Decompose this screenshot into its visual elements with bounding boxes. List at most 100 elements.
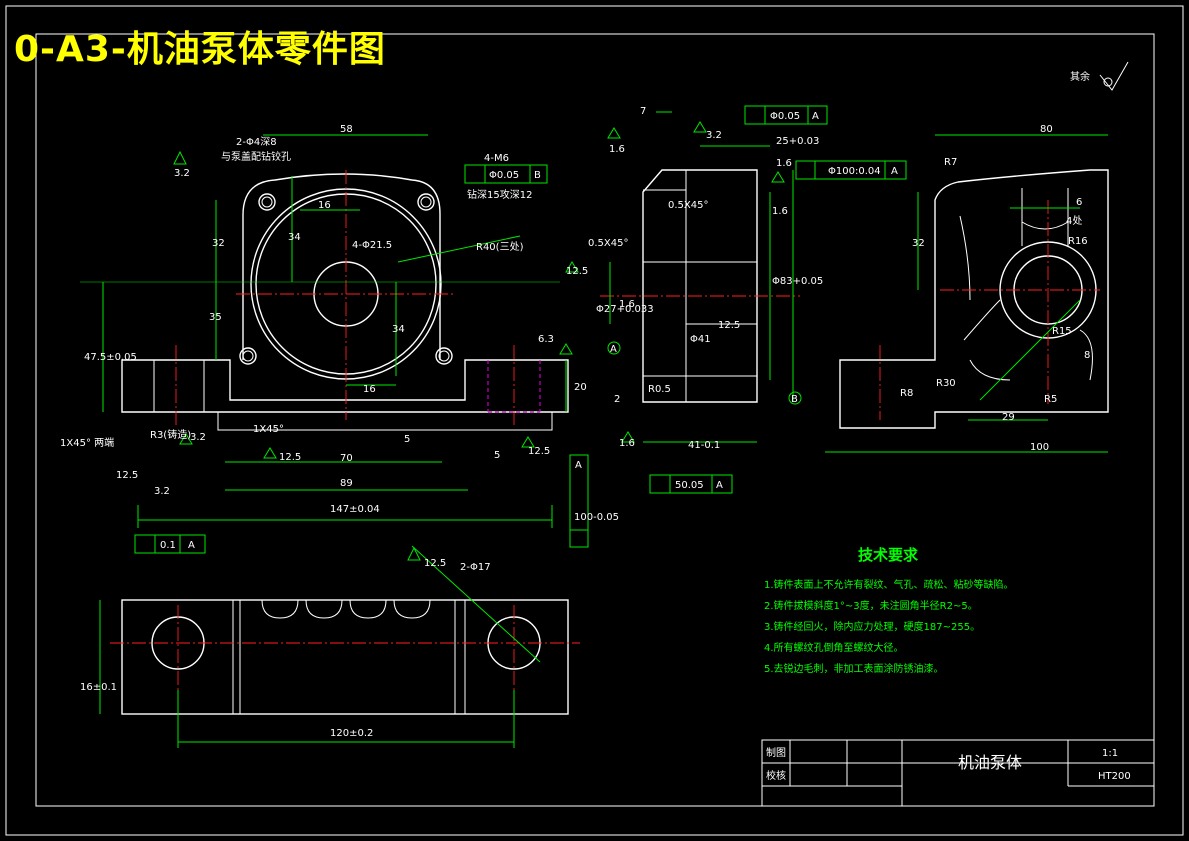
- dim-label: A: [610, 344, 617, 355]
- dim-label: 35: [209, 312, 222, 323]
- dim-label: 6.3: [538, 334, 554, 345]
- material-value: HT200: [1098, 771, 1131, 782]
- outer-border: [5, 5, 1184, 836]
- dim-label: 1.6: [619, 299, 635, 310]
- dim-label: 4-Φ21.5: [352, 240, 392, 251]
- dim-label: A: [812, 111, 819, 122]
- dim-label: 12.5: [279, 452, 301, 463]
- dim-label: Φ100:0.04: [828, 166, 881, 177]
- dim-label: 2-Φ4深8: [236, 136, 277, 148]
- dim-label: 12.5: [566, 266, 588, 277]
- dim-label: R5: [1044, 394, 1057, 405]
- dim-label: 80: [1040, 124, 1053, 135]
- tech-item: 5.去锐边毛刺，非加工表面涂防锈油漆。: [764, 662, 944, 675]
- dim-label: Φ41: [690, 334, 711, 345]
- tech-heading: 技术要求: [858, 546, 919, 564]
- bottom-view-dimensions: 12.5 2-Φ17 16±0.1 120±0.2: [80, 558, 491, 739]
- dim-label: 47.5±0.05: [84, 352, 137, 363]
- dim-label: Φ27+0.033: [596, 304, 654, 315]
- tech-item: 3.铸件经回火，除内应力处理，硬度187~255。: [764, 620, 980, 633]
- dim-label: R0.5: [648, 384, 671, 395]
- general-roughness-mark: 其余: [1070, 61, 1129, 91]
- dim-label: 8: [1084, 350, 1090, 361]
- dim-label: 5: [494, 450, 500, 461]
- dim-label: 89: [340, 478, 353, 489]
- dim-label: 16: [363, 384, 376, 395]
- dim-label: Φ0.05: [770, 111, 800, 122]
- dim-label: B: [534, 170, 541, 181]
- dim-label: R16: [1068, 236, 1088, 247]
- dim-label: 钻深15攻深12: [467, 188, 532, 201]
- dim-label: 0.1: [160, 540, 176, 551]
- technical-requirements: 技术要求 1.铸件表面上不允许有裂纹、气孔、疏松、粘砂等缺陷。 2.铸件拔模斜度…: [764, 546, 1014, 675]
- side-view-dimensions: 7 Φ0.05 A 3.2 1.6 25+0.03 1.6 Φ100:0.04 …: [566, 106, 898, 491]
- dim-label: R8: [900, 388, 913, 399]
- dim-label: A: [891, 166, 898, 177]
- dim-label: 1.6: [619, 438, 635, 449]
- dim-label: 32: [912, 238, 925, 249]
- dim-label: 100: [1030, 442, 1049, 453]
- dim-label: 70: [340, 453, 353, 464]
- dim-label: 16: [318, 200, 331, 211]
- side-view: [565, 105, 907, 494]
- dim-label: R30: [936, 378, 956, 389]
- front-view-dimensions: 2-Φ4深8 与泵盖配钻铰孔 58 16 4-M6 钻深15攻深12 Φ0.05…: [60, 124, 619, 551]
- dim-label: 6: [1076, 197, 1082, 208]
- dim-label: 16±0.1: [80, 682, 117, 693]
- part-name: 机油泵体: [958, 753, 1022, 772]
- title-block: [761, 739, 1155, 807]
- dim-label: R7: [944, 157, 957, 168]
- title-block-text: 制图 校核 机油泵体 1:1 HT200: [766, 746, 1131, 782]
- dim-label: 1X45°: [253, 424, 284, 435]
- check-label: 校核: [766, 769, 786, 782]
- dim-label: 34: [392, 324, 405, 335]
- dim-label: 2: [614, 394, 620, 405]
- right-view: [825, 134, 1109, 453]
- inner-border: [35, 33, 1155, 807]
- drawing-title: 0-A3-机油泵体零件图: [14, 29, 386, 70]
- dim-label: 0.5X45°: [668, 200, 708, 211]
- dim-label: 3.2: [706, 130, 722, 141]
- dim-label: R15: [1052, 326, 1072, 337]
- dim-label: 34: [288, 232, 301, 243]
- dim-label: 1.6: [772, 206, 788, 217]
- dim-label: 12.5: [116, 470, 138, 481]
- dim-label: Φ0.05: [489, 170, 519, 181]
- dim-label: B: [791, 394, 798, 405]
- front-view: [80, 134, 589, 554]
- bottom-view: [99, 545, 580, 748]
- dim-label: 100-0.05: [574, 512, 619, 523]
- tech-item: 2.铸件拔模斜度1°~3度，未注圆角半径R2~5。: [764, 599, 978, 612]
- dim-label: 3.2: [154, 486, 170, 497]
- dim-label: 41-0.1: [688, 440, 720, 451]
- dim-label: 3.2: [174, 168, 190, 179]
- dim-label: R3(铸造): [150, 428, 191, 441]
- dim-label: 1X45° 两端: [60, 436, 114, 449]
- dim-label: 7: [640, 106, 646, 117]
- dim-label: 1.6: [609, 144, 625, 155]
- dim-label: 12.5: [424, 558, 446, 569]
- dim-label: R40(三处): [476, 241, 524, 253]
- right-view-dimensions: 80 R7 6 4处 32 R16 R15 R8 R30 R5 8 29 100: [900, 124, 1090, 453]
- dim-label: Φ83+0.05: [772, 276, 823, 287]
- svg-text:其余: 其余: [1070, 70, 1090, 83]
- scale-value: 1:1: [1102, 748, 1118, 759]
- dim-label: 4-M6: [484, 153, 509, 164]
- dim-label: 与泵盖配钻铰孔: [221, 150, 291, 163]
- dim-label: 32: [212, 238, 225, 249]
- dim-label: A: [575, 460, 582, 471]
- dim-label: 50.05: [675, 480, 704, 491]
- dim-label: 120±0.2: [330, 728, 373, 739]
- dim-label: 147±0.04: [330, 504, 380, 515]
- dim-label: A: [716, 480, 723, 491]
- dim-label: 4处: [1066, 215, 1082, 227]
- dim-label: 2-Φ17: [460, 562, 491, 573]
- tech-item: 1.铸件表面上不允许有裂纹、气孔、疏松、粘砂等缺陷。: [764, 578, 1014, 591]
- dim-label: 12.5: [718, 320, 740, 331]
- tech-item: 4.所有螺纹孔倒角至螺纹大径。: [764, 641, 904, 654]
- dim-label: 25+0.03: [776, 136, 819, 147]
- dim-label: A: [188, 540, 195, 551]
- dim-label: 5: [404, 434, 410, 445]
- draw-label: 制图: [766, 746, 786, 759]
